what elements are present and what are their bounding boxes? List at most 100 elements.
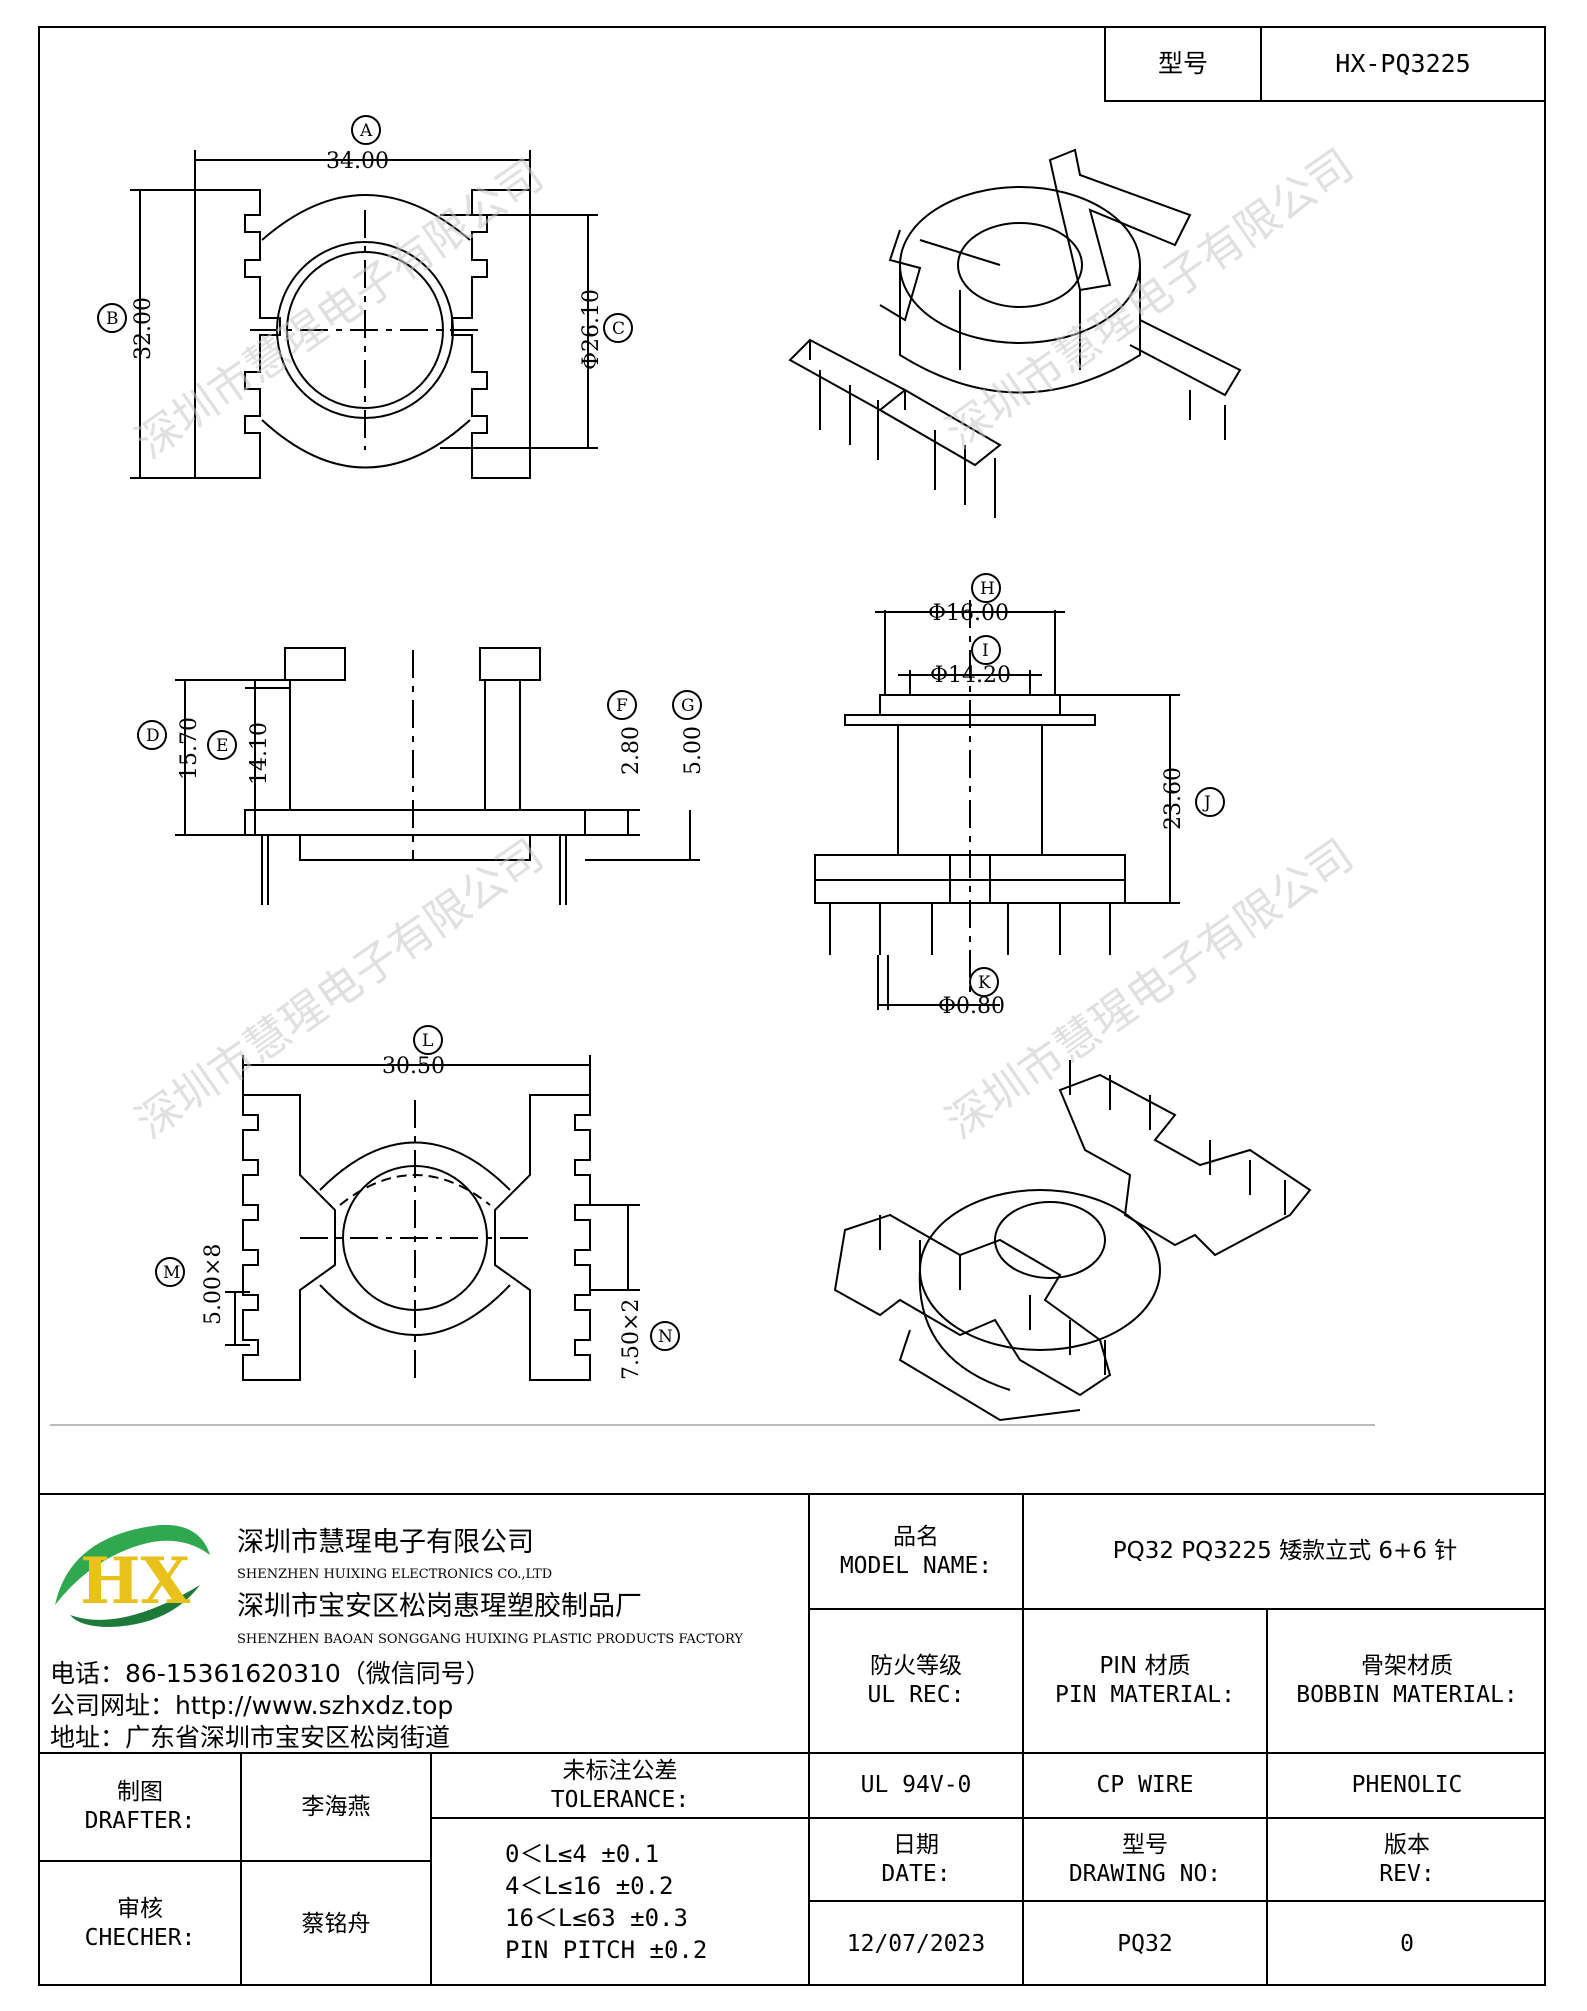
tolerance-row-3: 16＜L≤63 ±0.3 [505,1904,688,1932]
company-address: 地址：广东省深圳市宝安区松岗街道 [50,1723,451,1752]
divider-v-2 [1022,1493,1024,1986]
model-name-label: 品名 MODEL NAME: [810,1495,1022,1608]
bobbin-material-en: BOBBIN MATERIAL: [1296,1682,1518,1708]
dim-letter-h: H [980,579,995,599]
ul-rec-en: UL REC: [867,1682,965,1708]
dim-letter-d: D [146,726,160,746]
ul-rec-cn: 防火等级 [870,1653,962,1680]
dim-letter-c: C [612,319,625,339]
dim-value-a: 34.00 [326,149,389,174]
factory-name-en: SHENZHEN BAOAN SONGGANG HUIXING PLASTIC … [237,1632,743,1647]
tolerance-label: 未标注公差 TOLERANCE: [432,1754,808,1817]
side-view [137,647,702,905]
watermark-4: 深圳市慧瑆电子有限公司 [127,830,553,1149]
dim-letter-i: I [982,641,989,661]
pin-material-en: PIN MATERIAL: [1054,1682,1235,1708]
logo-text: HX [80,1544,190,1619]
dim-value-n: 7.50×2 [619,1299,644,1380]
technical-drawing: A 34.00 B 32.00 C Φ26.10 D 15.70 E 14.10… [50,115,1375,1426]
dim-letter-e: E [216,736,228,756]
bobbin-material-cn: 骨架材质 [1361,1653,1453,1680]
model-name-value: PQ32 PQ3225 矮款立式 6+6 针 [1112,1538,1458,1565]
dim-letter-g: G [681,696,695,716]
dim-value-l: 30.50 [382,1054,445,1079]
date-label: 日期 DATE: [810,1819,1022,1900]
pin-material-cn: PIN 材质 [1099,1653,1191,1680]
checker-label: 审核 CHECHER: [40,1862,240,1986]
checker-cn: 审核 [117,1896,163,1923]
model-name-cn: 品名 [893,1523,939,1550]
header-model-value: HX-PQ3225 [1260,26,1546,102]
dim-letter-l: L [422,1031,433,1051]
dim-letter-j: J [1202,793,1211,813]
company-name-cn: 深圳市慧瑆电子有限公司 [237,1527,534,1558]
divider-v-main [808,1493,810,1986]
iso-view-top [788,148,1242,518]
company-logo: HX [55,1524,210,1627]
dim-value-e: 14.10 [247,722,272,785]
checker-name: 蔡铭舟 [301,1910,371,1937]
tolerance-row-1: 0＜L≤4 ±0.1 [505,1840,660,1868]
divider-h-5 [38,1860,430,1862]
pin-material-value: CP WIRE [1096,1772,1194,1799]
dim-value-f: 2.80 [619,726,644,775]
factory-name-cn: 深圳市宝安区松岗惠瑆塑胶制品厂 [237,1591,642,1622]
dim-letter-k: K [978,973,991,993]
divider-h-4 [808,1900,1546,1902]
drafter-en: DRAFTER: [84,1808,196,1834]
bobbin-material-value: PHENOLIC [1351,1772,1463,1799]
pin-material-label: PIN 材质 PIN MATERIAL: [1024,1610,1266,1752]
tolerance-list: 0＜L≤4 ±0.1 4＜L≤16 ±0.2 16＜L≤63 ±0.3 PIN … [505,1838,707,1966]
divider-v-3 [1266,1608,1268,1810]
rev-cn: 版本 [1384,1831,1430,1858]
dim-letter-a: A [359,121,373,141]
drawing-frame [38,26,1546,1986]
iso-view-bottom [833,1060,1312,1422]
bobbin-material-label: 骨架材质 BOBBIN MATERIAL: [1268,1610,1546,1752]
title-block-top-line [38,1493,1546,1495]
date-en: DATE: [881,1860,951,1887]
rev-label: 版本 REV: [1268,1819,1546,1900]
tolerance-en: TOLERANCE: [550,1786,690,1813]
divider-h-3 [430,1817,1546,1819]
top-view [97,115,633,479]
rev-value: 0 [1400,1930,1414,1957]
company-website[interactable]: 公司网址：http://www.szhxdz.top [50,1691,454,1720]
drawing-no-en: DRAWING NO: [1068,1860,1222,1887]
divider-v-3b [1266,1810,1268,1986]
ul-rec-label: 防火等级 UL REC: [810,1610,1022,1752]
dim-letter-n: N [658,1327,673,1347]
model-name-en: MODEL NAME: [839,1552,993,1579]
divider-v-5 [430,1752,432,1986]
company-name-en: SHENZHEN HUIXING ELECTRONICS CO.,LTD [237,1567,553,1582]
dim-letter-b: B [106,309,119,329]
ul-value: UL 94V-0 [860,1772,972,1799]
divider-v-4 [240,1752,242,1986]
bottom-view [155,1025,680,1385]
rev-en: REV: [1379,1860,1435,1887]
tolerance-row-4: PIN PITCH ±0.2 [505,1936,708,1964]
dim-value-c: Φ26.10 [579,289,604,370]
front-view [814,573,1225,1010]
dim-value-b: 32.00 [131,297,156,360]
dim-value-j: 23.60 [1161,767,1186,830]
dim-letter-m: M [163,1263,180,1283]
dim-value-m: 5.00×8 [201,1244,226,1325]
drawing-no-label: 型号 DRAWING NO: [1024,1819,1266,1900]
drawing-no-value: PQ32 [1117,1930,1173,1957]
dim-value-k: Φ0.80 [938,994,1005,1019]
tolerance-row-2: 4＜L≤16 ±0.2 [505,1872,674,1900]
company-phone: 电话：86-15361620310（微信同号） [50,1659,491,1688]
divider-h-1 [808,1608,1546,1610]
dim-value-d: 15.70 [177,717,202,780]
dim-value-g: 5.00 [681,726,706,775]
dim-value-i: Φ14.20 [930,663,1011,688]
drawing-no-cn: 型号 [1122,1831,1168,1858]
divider-h-2 [38,1752,1546,1754]
drafter-cn: 制图 [117,1779,163,1806]
date-value: 12/07/2023 [846,1930,986,1957]
tolerance-cn: 未标注公差 [562,1757,678,1784]
drafter-name: 李海燕 [301,1793,371,1820]
date-cn: 日期 [893,1831,939,1858]
checker-en: CHECHER: [84,1925,196,1951]
